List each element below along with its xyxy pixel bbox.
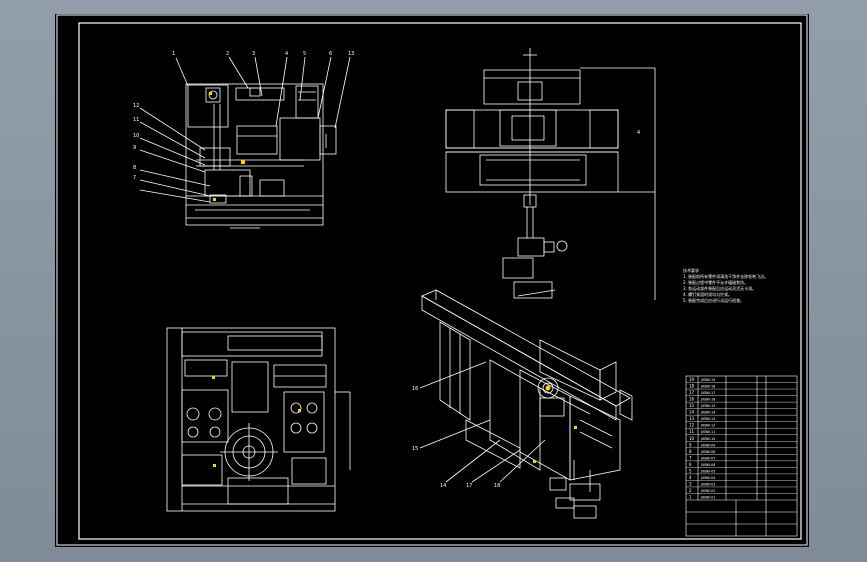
top-view xyxy=(166,327,351,512)
isometric-view xyxy=(419,289,633,519)
bom-row-code: JXBW-11 xyxy=(700,430,715,434)
bom-row-no: 7 xyxy=(689,455,692,460)
technical-notes: 技术要求 1. 装配前所有零件须清洗干净并去除毛刺飞边。2. 装配过程中零件不允… xyxy=(683,268,803,304)
balloon-15: 15 xyxy=(412,446,418,452)
balloon-9: 9 xyxy=(133,145,136,151)
bom-row-no: 10 xyxy=(689,436,695,441)
bom-row-code: JXBW-06 xyxy=(700,463,715,467)
bom-row-no: 11 xyxy=(689,429,695,434)
bom-row-no: 5 xyxy=(689,468,692,473)
drawing-sheet xyxy=(55,14,809,547)
bom-row-code: JXBW-09 xyxy=(700,443,715,447)
bom-row-code: JXBW-08 xyxy=(700,450,715,454)
bom-row-code: JXBW-17 xyxy=(700,391,715,395)
notes-line: 2. 装配过程中零件不允许磕碰划伤。 xyxy=(683,280,749,285)
inner-frame xyxy=(78,22,802,540)
bom-row-code: JXBW-03 xyxy=(700,482,715,486)
bom-row-code: JXBW-16 xyxy=(700,398,715,402)
balloon-8: 8 xyxy=(133,165,136,171)
balloon-11: 11 xyxy=(133,117,139,123)
bom-row-no: 6 xyxy=(689,462,692,467)
isometric-highlights xyxy=(533,385,577,463)
balloon-2: 2 xyxy=(226,51,229,57)
notes-line: 1. 装配前所有零件须清洗干净并去除毛刺飞边。 xyxy=(683,274,769,279)
side-view xyxy=(445,48,656,300)
bom-row-no: 19 xyxy=(689,377,695,382)
bom-row-no: 1 xyxy=(689,495,692,500)
notes-line: 4. 螺钉紧固时须均匀拧紧。 xyxy=(683,292,733,297)
bom-row-no: 12 xyxy=(689,423,695,428)
bom-row-code: JXBW-19 xyxy=(700,378,715,382)
bom-row-code: JXBW-10 xyxy=(700,437,715,441)
balloon-16: 16 xyxy=(412,386,418,392)
bom-row-code: JXBW-18 xyxy=(700,385,715,389)
bom-row-no: 8 xyxy=(689,449,692,454)
balloon-18: 18 xyxy=(494,483,500,489)
bom-row-code: JXBW-15 xyxy=(700,404,715,408)
bom-row-code: JXBW-05 xyxy=(700,469,715,473)
balloon-4: 4 xyxy=(285,51,288,57)
bom-table xyxy=(685,375,798,537)
bom-row-no: 14 xyxy=(689,410,695,415)
balloon-12: 12 xyxy=(133,103,139,109)
outer-frame xyxy=(56,14,808,546)
notes-line: 5. 装配完成后应进行试运行检查。 xyxy=(683,298,745,303)
bom-row-no: 3 xyxy=(689,481,692,486)
bom-row-code: JXBW-02 xyxy=(700,489,715,493)
notes-lines: 1. 装配前所有零件须清洗干净并去除毛刺飞边。2. 装配过程中零件不允许磕碰划伤… xyxy=(683,274,803,304)
bom-row-code: JXBW-12 xyxy=(700,424,715,428)
bom-row-code: JXBW-13 xyxy=(700,417,715,421)
bom-row-code: JXBW-14 xyxy=(700,411,715,415)
balloon-10: 10 xyxy=(133,133,139,139)
notes-line: 3. 各运动部件装配后应运动灵活无卡滞。 xyxy=(683,286,757,291)
side-view-dimension: 4 xyxy=(637,130,640,136)
bom-row-code: JXBW-07 xyxy=(700,456,715,460)
bom-row-no: 13 xyxy=(689,416,695,421)
front-view xyxy=(139,56,351,229)
balloon-13: 13 xyxy=(348,51,354,57)
balloon-17: 17 xyxy=(466,483,472,489)
bom-row-no: 15 xyxy=(689,403,695,408)
bom-row-no: 4 xyxy=(689,475,692,480)
notes-title: 技术要求 xyxy=(683,268,699,273)
bom-row-no: 16 xyxy=(689,397,695,402)
balloon-6: 6 xyxy=(329,51,332,57)
balloon-3: 3 xyxy=(252,51,255,57)
bom-row-no: 18 xyxy=(689,384,695,389)
bom-row-no: 17 xyxy=(689,390,695,395)
bom-row-no: 9 xyxy=(689,442,692,447)
balloon-5: 5 xyxy=(303,51,306,57)
top-view-highlights xyxy=(212,376,301,467)
balloon-14: 14 xyxy=(440,483,446,489)
front-view-highlights xyxy=(209,92,245,201)
bom-row-code: JXBW-01 xyxy=(700,496,715,500)
balloon-7: 7 xyxy=(133,175,136,181)
bom-row-no: 2 xyxy=(689,488,692,493)
bom-row-code: JXBW-04 xyxy=(700,476,715,480)
balloon-1: 1 xyxy=(172,51,175,57)
